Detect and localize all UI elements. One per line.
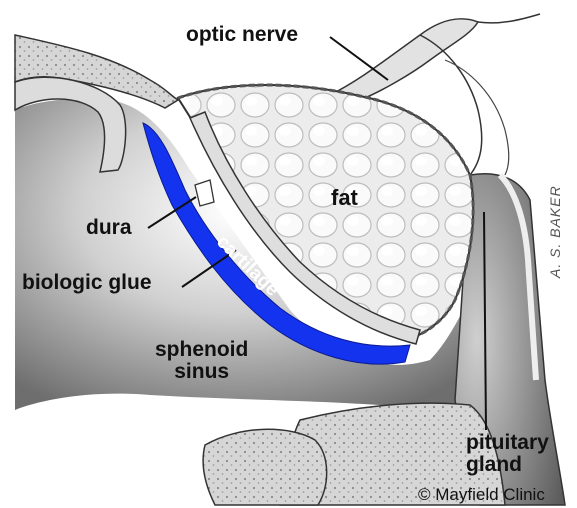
lower-left-bone bbox=[203, 429, 327, 505]
label-sphenoid-line1: sphenoid bbox=[155, 339, 248, 361]
optic-nerve-shape bbox=[330, 19, 478, 100]
optic-nerve-leader bbox=[330, 37, 388, 80]
copyright-notice: © Mayfield Clinic bbox=[418, 486, 545, 504]
label-fat: fat bbox=[331, 186, 358, 209]
label-pituitary-line2: gland bbox=[466, 454, 549, 476]
label-pituitary-gland: pituitary gland bbox=[466, 432, 549, 476]
label-sphenoid-line2: sinus bbox=[155, 361, 248, 383]
label-pituitary-line1: pituitary bbox=[466, 432, 549, 454]
label-optic-nerve: optic nerve bbox=[186, 24, 298, 46]
artist-signature: A. S. BAKER bbox=[548, 185, 563, 278]
label-dura: dura bbox=[86, 217, 132, 239]
label-biologic-glue: biologic glue bbox=[22, 272, 152, 294]
label-sphenoid-sinus: sphenoid sinus bbox=[155, 339, 248, 383]
